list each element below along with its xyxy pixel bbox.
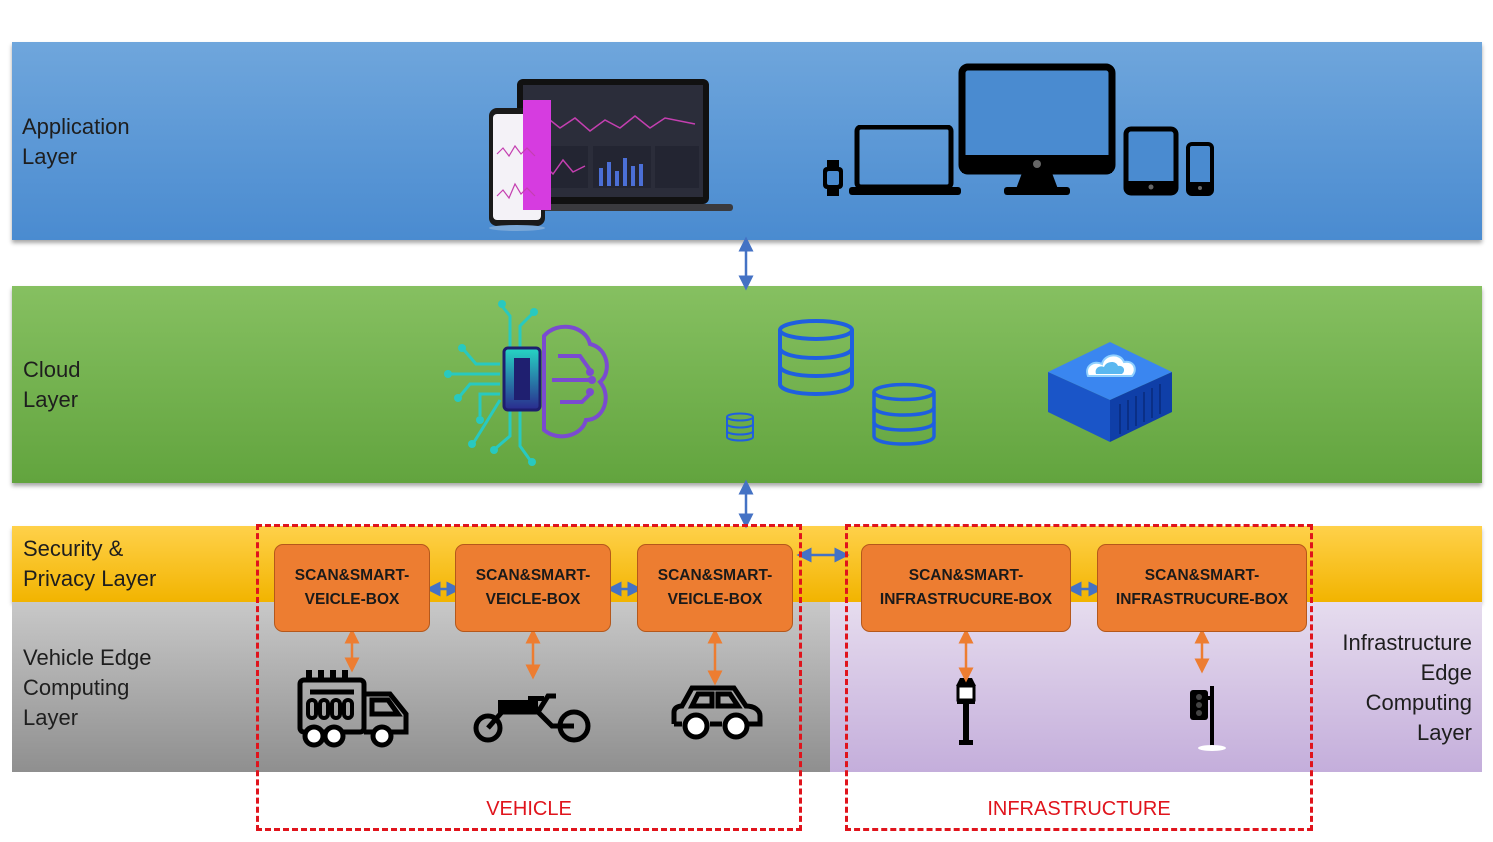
car-icon bbox=[671, 685, 763, 740]
vehicle-edge-layer-label: Vehicle Edge Computing Layer bbox=[23, 645, 152, 730]
infrastructure-box-2: SCAN&SMART- INFRASTRUCURE-BOX bbox=[1097, 544, 1307, 632]
cloud-layer-label: Cloud Layer bbox=[23, 357, 81, 412]
cloud-layer bbox=[12, 286, 1482, 483]
laptop-icon bbox=[849, 125, 961, 195]
infrastructure-group-label: INFRASTRUCTURE bbox=[987, 798, 1171, 820]
database-icon bbox=[726, 412, 754, 442]
application-layer bbox=[12, 42, 1482, 240]
dashboard-devices-icon bbox=[489, 79, 733, 231]
traffic-light-icon bbox=[1190, 686, 1226, 751]
database-icon bbox=[872, 382, 936, 446]
smartwatch-icon bbox=[823, 160, 843, 196]
vehicle-group bbox=[256, 524, 802, 831]
vehicle-box-1: SCAN&SMART- VEICLE-BOX bbox=[274, 544, 430, 632]
security-layer-label: Security & Privacy Layer bbox=[23, 536, 157, 591]
infrastructure-group bbox=[845, 524, 1313, 831]
cloud-server-icon bbox=[1048, 342, 1172, 442]
tablet-icon bbox=[1123, 126, 1179, 196]
application-layer-label: Application Layer bbox=[22, 114, 130, 169]
truck-icon bbox=[297, 670, 409, 748]
cargo-bike-icon bbox=[473, 693, 591, 743]
infrastructure-box-1: SCAN&SMART- INFRASTRUCURE-BOX bbox=[861, 544, 1071, 632]
ai-brain-chip-icon bbox=[444, 300, 609, 466]
vehicle-box-2: SCAN&SMART- VEICLE-BOX bbox=[455, 544, 611, 632]
desktop-monitor-icon bbox=[958, 63, 1116, 195]
database-icon bbox=[778, 319, 854, 396]
vehicle-group-label: VEHICLE bbox=[486, 798, 572, 820]
smartphone-icon bbox=[1186, 142, 1214, 196]
infrastructure-edge-layer-label: Infrastructure Edge Computing Layer bbox=[1342, 630, 1472, 745]
vehicle-box-3: SCAN&SMART- VEICLE-BOX bbox=[637, 544, 793, 632]
